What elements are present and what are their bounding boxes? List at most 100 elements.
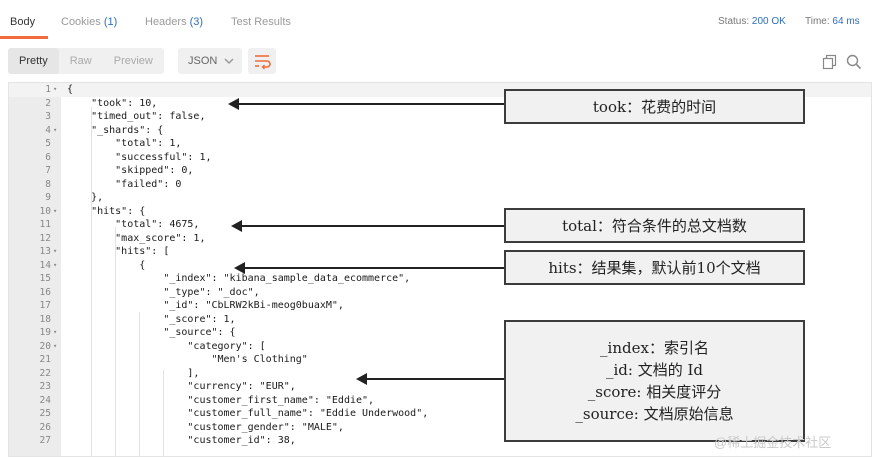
code-line: 26 "customer_gender": "MALE",: [9, 421, 871, 435]
active-tab-indicator: [0, 36, 48, 39]
code-text: "total": 1,: [67, 138, 182, 149]
line-number: 10: [39, 205, 51, 217]
line-number: 9: [45, 192, 51, 203]
code-text: "customer_gender": "MALE",: [67, 421, 344, 433]
code-line: 2 "took": 10,: [9, 97, 871, 111]
copy-icon[interactable]: [822, 54, 838, 75]
time-label: Time:: [805, 16, 830, 27]
format-select[interactable]: JSON: [178, 48, 242, 74]
tab-test-results[interactable]: Test Results: [231, 16, 291, 28]
hits-callout: hits：结果集，默认前10个文档: [504, 250, 805, 285]
line-number: 11: [39, 219, 51, 230]
fold-toggle-icon[interactable]: ▾: [53, 85, 58, 93]
code-line: 14▾ {: [9, 259, 871, 273]
pretty-button[interactable]: Pretty: [8, 48, 59, 74]
code-text: "successful": 1,: [67, 151, 212, 163]
line-number: 25: [39, 408, 51, 419]
source-callout-line: _source: 文档原始信息: [575, 405, 734, 423]
total-callout-text: total：符合条件的总文档数: [562, 217, 747, 235]
code-text: "customer_full_name": "Eddie Underwood",: [67, 408, 429, 419]
fold-toggle-icon[interactable]: ▾: [53, 247, 58, 255]
hits-callout-text: hits：结果集，默认前10个文档: [548, 259, 761, 277]
code-text: "category": [: [67, 340, 266, 352]
code-line: 22 ],: [9, 367, 871, 381]
tab-headers-count: (3): [189, 16, 204, 28]
fold-toggle-icon[interactable]: ▾: [53, 206, 58, 215]
chevron-down-icon: [224, 48, 234, 85]
code-line: 20▾ "category": [: [9, 340, 871, 354]
response-toolbar: Pretty Raw Preview JSON: [0, 42, 878, 80]
line-number: 24: [39, 394, 51, 406]
code-text: {: [67, 259, 146, 271]
total-callout: total：符合条件的总文档数: [504, 208, 805, 243]
code-line: 23 "currency": "EUR",: [9, 380, 871, 394]
code-line: 7 "skipped": 0,: [9, 164, 871, 178]
code-text: },: [67, 192, 104, 203]
code-text: "total": 4675,: [67, 219, 200, 230]
tab-cookies-count: (1): [103, 16, 118, 28]
status-value: 200 OK: [751, 16, 786, 27]
code-line: 17 "_id": "CbLRW2kBi-meog0buaxM",: [9, 299, 871, 313]
indent-guide: [115, 227, 117, 456]
line-number: 14: [39, 259, 51, 271]
format-select-value: JSON: [188, 55, 218, 67]
view-mode-group: Pretty Raw Preview: [8, 48, 164, 74]
code-text: "max_score": 1,: [67, 232, 206, 244]
time-indicator: Time: 64 ms: [805, 16, 860, 27]
code-line: 16 "_type": "_doc",: [9, 286, 871, 300]
line-number: 16: [39, 286, 51, 298]
code-text: "Men's Clothing": [67, 354, 308, 365]
line-number: 27: [39, 435, 51, 446]
fold-toggle-icon[interactable]: ▾: [53, 125, 58, 134]
line-number: 23: [39, 381, 51, 392]
watermark: @稀土掘金技术社区: [714, 435, 832, 450]
took-callout: took：花费的时间: [504, 89, 805, 124]
code-text: "_shards": {: [67, 124, 164, 136]
wrap-lines-button[interactable]: [248, 48, 276, 74]
source-callout-line: _index：索引名: [600, 339, 709, 357]
code-line: 15 "_index": "kibana_sample_data_ecommer…: [9, 272, 871, 286]
response-body-editor[interactable]: 1▾{2 "took": 10,3 "timed_out": false,4▾ …: [8, 82, 872, 457]
search-icon[interactable]: [846, 54, 862, 75]
tab-headers-label: Headers: [145, 16, 187, 28]
status-label: Status:: [718, 16, 750, 27]
code-text: "skipped": 0,: [67, 165, 194, 176]
line-number-gutter: [9, 83, 61, 456]
tab-cookies[interactable]: Cookies (1): [61, 16, 117, 28]
code-text: "customer_first_name": "Eddie",: [67, 394, 375, 406]
line-number: 3: [45, 111, 51, 122]
line-number: 26: [39, 421, 51, 433]
line-number: 17: [39, 300, 51, 311]
code-text: ],: [67, 367, 200, 379]
total-arrow: [231, 220, 504, 232]
preview-button[interactable]: Preview: [113, 55, 153, 67]
line-number: 20: [39, 340, 51, 352]
code-line: 3 "timed_out": false,: [9, 110, 871, 124]
code-line: 18 "_score": 1,: [9, 313, 871, 327]
line-number: 5: [45, 138, 51, 149]
code-line: 19▾ "_source": {: [9, 326, 871, 340]
indent-guide: [91, 107, 93, 456]
code-line: 25 "customer_full_name": "Eddie Underwoo…: [9, 407, 871, 421]
fold-toggle-icon[interactable]: ▾: [53, 328, 58, 336]
line-number: 8: [45, 178, 51, 190]
line-number: 21: [39, 354, 51, 365]
code-line: 4▾ "_shards": {: [9, 124, 871, 138]
code-text: "currency": "EUR",: [67, 381, 296, 392]
response-tab-bar: Body Cookies (1) Headers (3) Test Result…: [0, 0, 878, 42]
code-line: 5 "total": 1,: [9, 137, 871, 151]
code-text: "customer_id": 38,: [67, 435, 296, 446]
code-line: 21 "Men's Clothing": [9, 353, 871, 367]
fold-toggle-icon[interactable]: ▾: [53, 260, 58, 269]
fold-toggle-icon[interactable]: ▾: [53, 341, 58, 350]
line-number: 7: [45, 165, 51, 176]
line-number: 19: [39, 327, 51, 338]
tab-body[interactable]: Body: [10, 16, 36, 28]
code-text: {: [67, 84, 74, 95]
code-text: "_score": 1,: [67, 313, 236, 325]
raw-button[interactable]: Raw: [69, 55, 92, 67]
status-indicator: Status: 200 OK: [718, 16, 786, 27]
code-line: 13▾ "hits": [: [9, 245, 871, 259]
tab-headers[interactable]: Headers (3): [145, 16, 203, 28]
code-line: 9 },: [9, 191, 871, 205]
